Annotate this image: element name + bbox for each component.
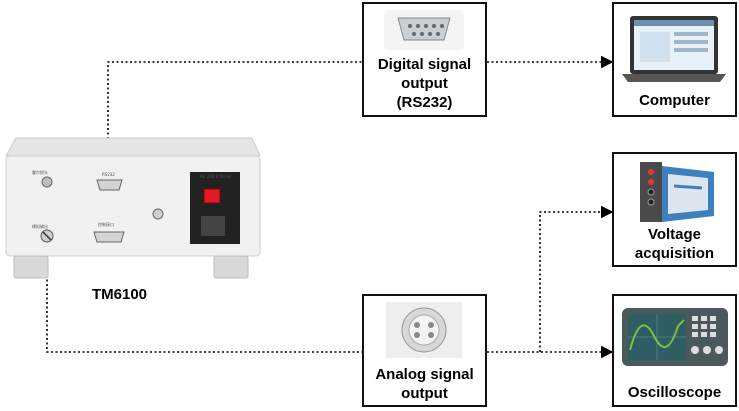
analog-connector-icon [386, 302, 462, 358]
svg-text:控制接口: 控制接口 [98, 221, 114, 227]
analog-label-line2: output [401, 385, 448, 402]
oscilloscope-icon [622, 308, 728, 366]
svg-text:RS232: RS232 [102, 172, 115, 177]
digital-label-line1: Digital signal [377, 56, 472, 73]
analog-output-box: Analog signal output [362, 294, 487, 407]
analog-label-line1: Analog signal [375, 366, 474, 383]
svg-text:模拟输出: 模拟输出 [32, 223, 48, 229]
digital-label-line3: (RS232) [396, 94, 453, 111]
voltage-label-line1: Voltage [647, 226, 702, 243]
laptop-icon [622, 16, 726, 82]
wire-analog-port-to-analog [46, 248, 362, 353]
computer-label: Computer [639, 92, 710, 109]
svg-text:霍尔探头: 霍尔探头 [32, 169, 48, 175]
voltage-acquisition-box: Voltage acquisition [612, 152, 737, 267]
computer-box: Computer [612, 2, 737, 117]
digital-output-box: Digital signal output (RS232) [362, 2, 487, 117]
tm6100-device: AC 220 V 50 Hz 霍尔探头 模拟输出 RS232 控制接口 [2, 134, 264, 284]
wire-analog-to-voltage [539, 205, 614, 352]
oscilloscope-box: Oscilloscope [612, 294, 737, 407]
device-name: TM6100 [92, 286, 148, 303]
db9-connector-icon [384, 10, 464, 50]
wire-rs232-to-digital [107, 61, 362, 166]
svg-text:AC 220 V 50 Hz: AC 220 V 50 Hz [200, 174, 231, 179]
oscilloscope-label: Oscilloscope [627, 384, 722, 401]
digital-label-line2: output [401, 75, 448, 92]
device-illustration: AC 220 V 50 Hz 霍尔探头 模拟输出 RS232 控制接口 [5, 137, 261, 279]
voltage-label-line2: acquisition [634, 245, 715, 262]
daq-card-icon [640, 162, 714, 222]
